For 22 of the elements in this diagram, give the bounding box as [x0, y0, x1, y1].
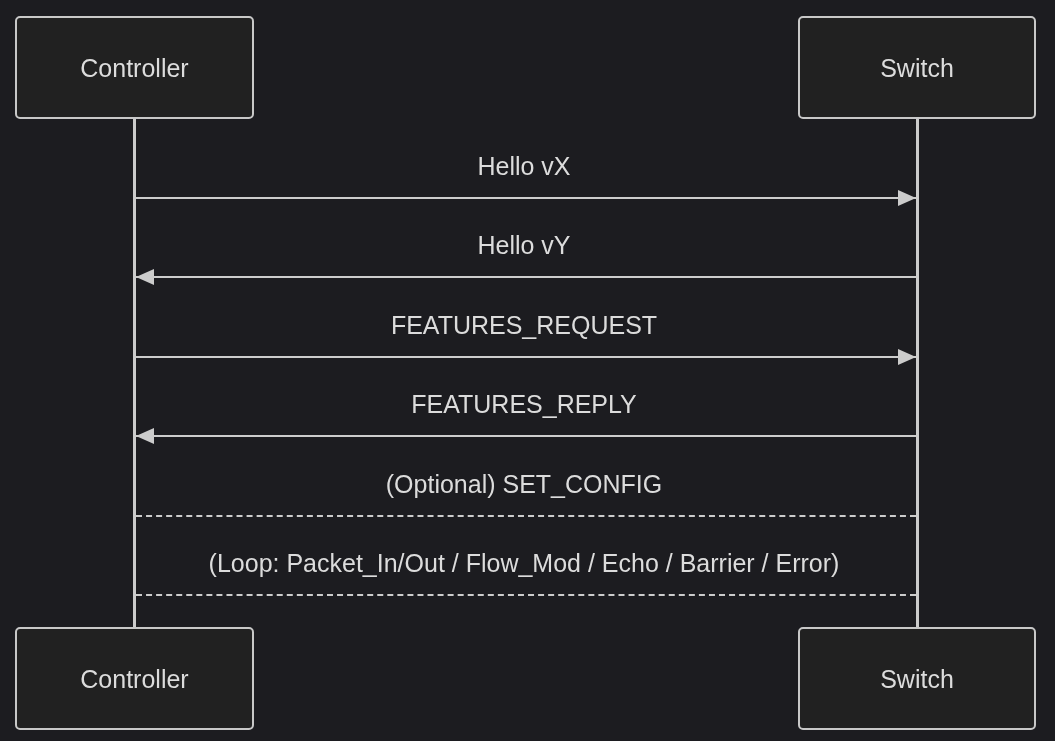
dashed-message-line — [135, 515, 917, 517]
participant-name: Switch — [880, 663, 954, 694]
message-arrow — [135, 349, 917, 365]
lifeline — [133, 119, 136, 627]
message-label: (Loop: Packet_In/Out / Flow_Mod / Echo / Barrier / Error) — [208, 548, 840, 578]
message-label: Hello vX — [477, 151, 571, 181]
participant-box — [798, 627, 1036, 730]
participant-name: Controller — [80, 52, 189, 83]
participant-box — [15, 16, 254, 119]
dashed-message-line — [135, 594, 917, 596]
message-arrow — [135, 269, 917, 285]
message-label: FEATURES_REQUEST — [390, 310, 658, 340]
message-label: (Optional) SET_CONFIG — [385, 469, 663, 499]
participant-name: Controller — [80, 663, 189, 694]
participant-name: Switch — [880, 52, 954, 83]
message-label: FEATURES_REPLY — [411, 389, 637, 419]
message-label: Hello vY — [477, 230, 571, 260]
participant-box — [798, 16, 1036, 119]
message-arrow — [135, 428, 917, 444]
participant-box — [15, 627, 254, 730]
lifeline — [916, 119, 919, 627]
message-arrow — [135, 190, 917, 206]
